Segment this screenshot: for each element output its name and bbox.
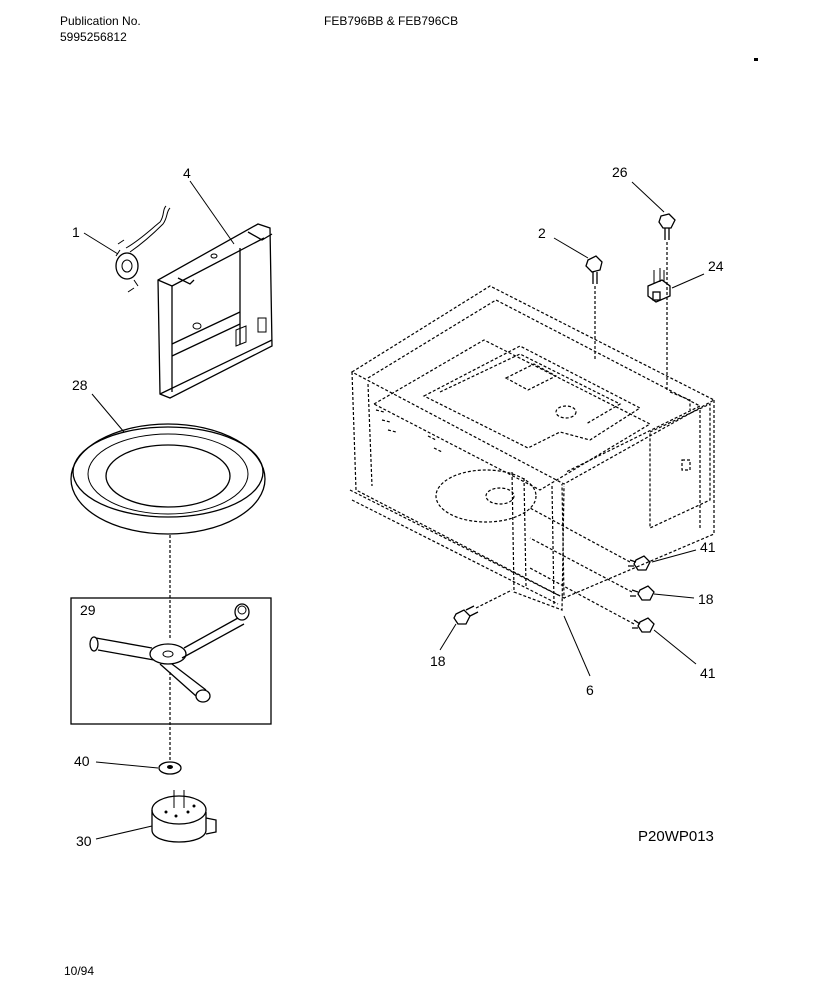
axis-line-18-lower [475, 589, 513, 609]
publication-number: 5995256812 [60, 30, 127, 44]
callout-40: 40 [74, 753, 90, 769]
model-numbers: FEB796BB & FEB796CB [324, 14, 459, 28]
callout-29: 29 [80, 602, 96, 618]
axis-line-18-upper [529, 537, 633, 593]
callout-18-upper: 18 [698, 591, 714, 607]
callout-30: 30 [76, 833, 92, 849]
callout-2: 2 [538, 225, 546, 241]
leader-28 [91, 393, 125, 433]
leader-26 [631, 181, 665, 213]
callout-41-lower: 41 [700, 665, 716, 681]
leader-6 [563, 615, 591, 677]
part-4-bracket [157, 223, 273, 399]
part-28-roller-ring [70, 423, 266, 535]
callout-6: 6 [586, 682, 594, 698]
screw-18-lower [453, 605, 479, 625]
part-29-frame [70, 597, 272, 725]
callout-41-upper: 41 [700, 539, 716, 555]
part-29-roller-support [89, 603, 250, 703]
publication-label: Publication No. [60, 14, 141, 28]
part-30-turntable-motor [151, 790, 217, 843]
callout-24: 24 [708, 258, 724, 274]
part-26-screw [658, 213, 676, 240]
leader-18-upper [653, 593, 695, 599]
axis-line-41-upper [529, 507, 631, 563]
part-40-coupler [158, 761, 182, 775]
part-1-thermal-cutout [115, 205, 171, 293]
leader-41-lower [653, 629, 697, 665]
callout-28: 28 [72, 377, 88, 393]
screw-41-lower [632, 617, 655, 633]
callout-18-lower: 18 [430, 653, 446, 669]
oven-cavity [349, 285, 716, 611]
part-24-switch [647, 268, 671, 303]
screw-18-upper [630, 585, 655, 601]
leader-41-upper [651, 549, 697, 563]
callout-4: 4 [183, 165, 191, 181]
footer-date: 10/94 [64, 964, 95, 978]
part-2-screw [585, 255, 603, 284]
screw-41-upper [628, 555, 651, 571]
leader-24 [671, 273, 705, 289]
callout-1: 1 [72, 224, 80, 240]
axis-line-41-lower [529, 567, 635, 625]
diagram-code: P20WP013 [638, 828, 714, 845]
leader-2 [553, 237, 589, 259]
callout-26: 26 [612, 164, 628, 180]
leader-40 [95, 761, 159, 769]
leader-1 [83, 232, 119, 255]
stray-mark [754, 58, 758, 61]
leader-4 [189, 180, 235, 245]
leader-30 [95, 825, 153, 840]
leader-18-lower [439, 623, 457, 651]
